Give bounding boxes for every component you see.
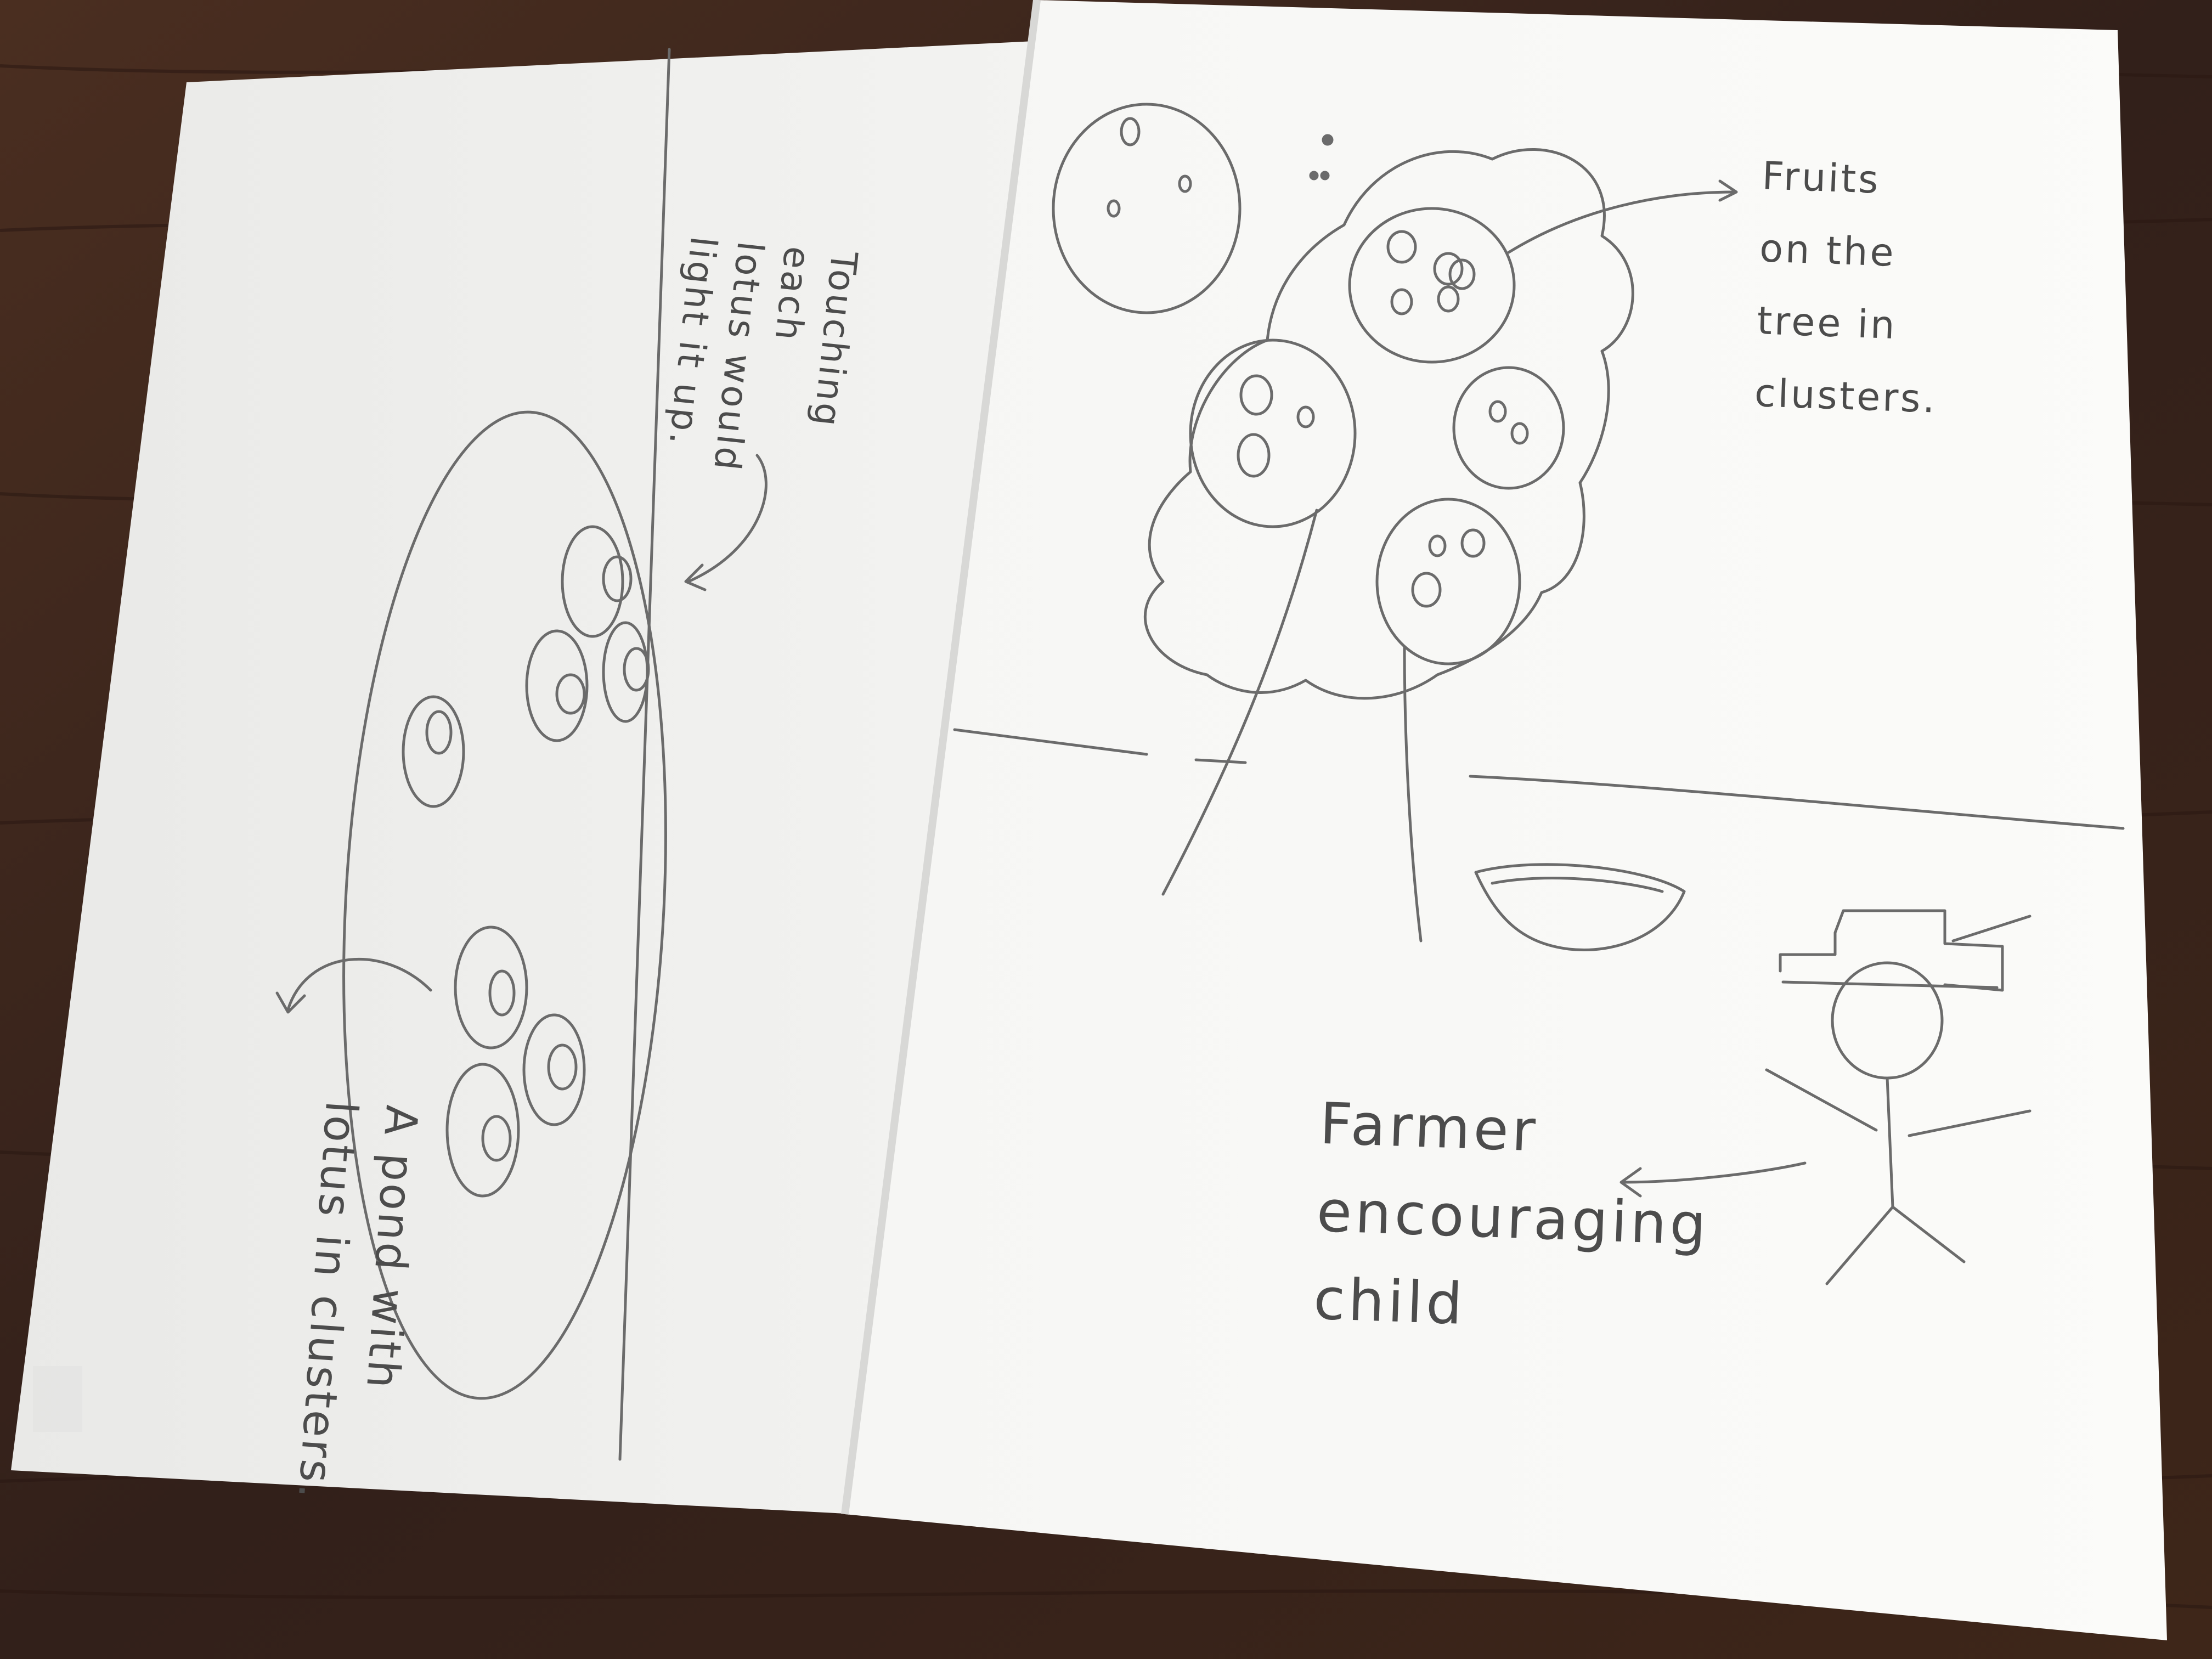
lotus-bud (555, 673, 586, 715)
ground-line-right (1469, 775, 2125, 830)
fruit (1433, 252, 1464, 286)
farmer-note-line: child (1312, 1265, 1467, 1338)
lotus-bud (425, 710, 453, 755)
lotus (454, 926, 528, 1049)
sketch-dot (1322, 134, 1334, 146)
sheet-overlap-shadow (841, 0, 1041, 1515)
lotus-bud (623, 647, 650, 692)
farmer-dash (1951, 915, 2032, 943)
tape-remnant (33, 1366, 82, 1432)
sketch-dot (1320, 171, 1330, 180)
fruits-arrowhead (1718, 179, 1738, 202)
lotus-cluster-upper (402, 525, 650, 808)
farmer-body (1886, 1076, 1894, 1209)
fruit (1386, 230, 1417, 264)
tree-trunk-left (1161, 509, 1318, 896)
lotus-cluster-lower (445, 926, 586, 1198)
divider-line (618, 48, 671, 1461)
sun-dot (1107, 199, 1121, 218)
fruit-cluster (1348, 207, 1516, 364)
pond-arrowhead (275, 991, 306, 1014)
lotus (402, 695, 465, 808)
fruit-cluster (1189, 338, 1357, 528)
fruits-note-line: clusters. (1753, 370, 1938, 422)
farmer-note: Farmer encouraging child (1312, 1080, 1714, 1357)
farmer-note-line: Farmer (1318, 1090, 1540, 1165)
fruits-note: Fruits on the tree in clusters. (1753, 139, 1946, 435)
lotus-bud (602, 555, 633, 602)
fruits-note-line: on the (1758, 225, 1897, 275)
fruits-note-line: tree in (1756, 298, 1898, 348)
lotus (445, 1063, 520, 1198)
fruits-arrow (1507, 190, 1735, 254)
fruit (1237, 433, 1271, 478)
ground-line-left (953, 728, 1148, 756)
ground-line-mid (1194, 758, 1247, 764)
basket-rim (1491, 877, 1664, 893)
farmer-legs (1825, 1205, 1966, 1285)
fruit-cluster (1375, 498, 1521, 665)
sun (1052, 103, 1242, 314)
touch-arrowhead (684, 563, 707, 591)
lotus (522, 1013, 586, 1126)
tree-canopy (1143, 148, 1634, 700)
fruit-cluster-outline (1452, 366, 1565, 490)
fruit (1390, 288, 1413, 315)
farmer-arrow (1622, 1161, 1807, 1184)
fruit (1510, 422, 1529, 445)
farmer-arms (1765, 1068, 2032, 1137)
farmer-note-line: encouraging (1316, 1177, 1711, 1259)
lotus-bud (488, 969, 516, 1017)
lotus (525, 629, 589, 742)
touching-note: Touching each lotus would light it up. (656, 234, 867, 484)
touch-arrow (687, 454, 768, 583)
right-sheet (845, 0, 2167, 1640)
tree-trunk-right (1403, 646, 1423, 943)
farmer-hat-brim (1781, 980, 1999, 989)
fruit-cluster (1452, 366, 1565, 490)
sun-dot (1178, 174, 1192, 193)
sketch-dot (1309, 171, 1319, 180)
fruit-cluster-outline (1375, 498, 1521, 665)
basket (1474, 863, 1686, 951)
lotus (561, 525, 624, 638)
pond-ellipse (342, 410, 667, 1400)
farmer-figure (1765, 909, 2032, 1285)
fruit (1460, 528, 1486, 558)
pencil-drawing (275, 48, 2125, 1461)
fruits-note-line: Fruits (1761, 153, 1881, 202)
lotus-bud (481, 1115, 512, 1162)
farmer-arrowhead (1620, 1167, 1642, 1198)
fruit-cluster-outline (1189, 338, 1357, 528)
fruit-cluster-outline (1348, 207, 1516, 364)
fruit (1239, 374, 1273, 416)
fruit (1411, 572, 1442, 608)
left-sheet (11, 41, 1034, 1514)
fruit (1428, 534, 1447, 557)
lotus-bud (547, 1043, 578, 1091)
fruit (1448, 258, 1476, 290)
fruit (1488, 400, 1507, 423)
pond-arrow (286, 957, 432, 1011)
fruit (1437, 285, 1460, 313)
fruit (1296, 405, 1315, 428)
sun-dot (1120, 117, 1141, 146)
